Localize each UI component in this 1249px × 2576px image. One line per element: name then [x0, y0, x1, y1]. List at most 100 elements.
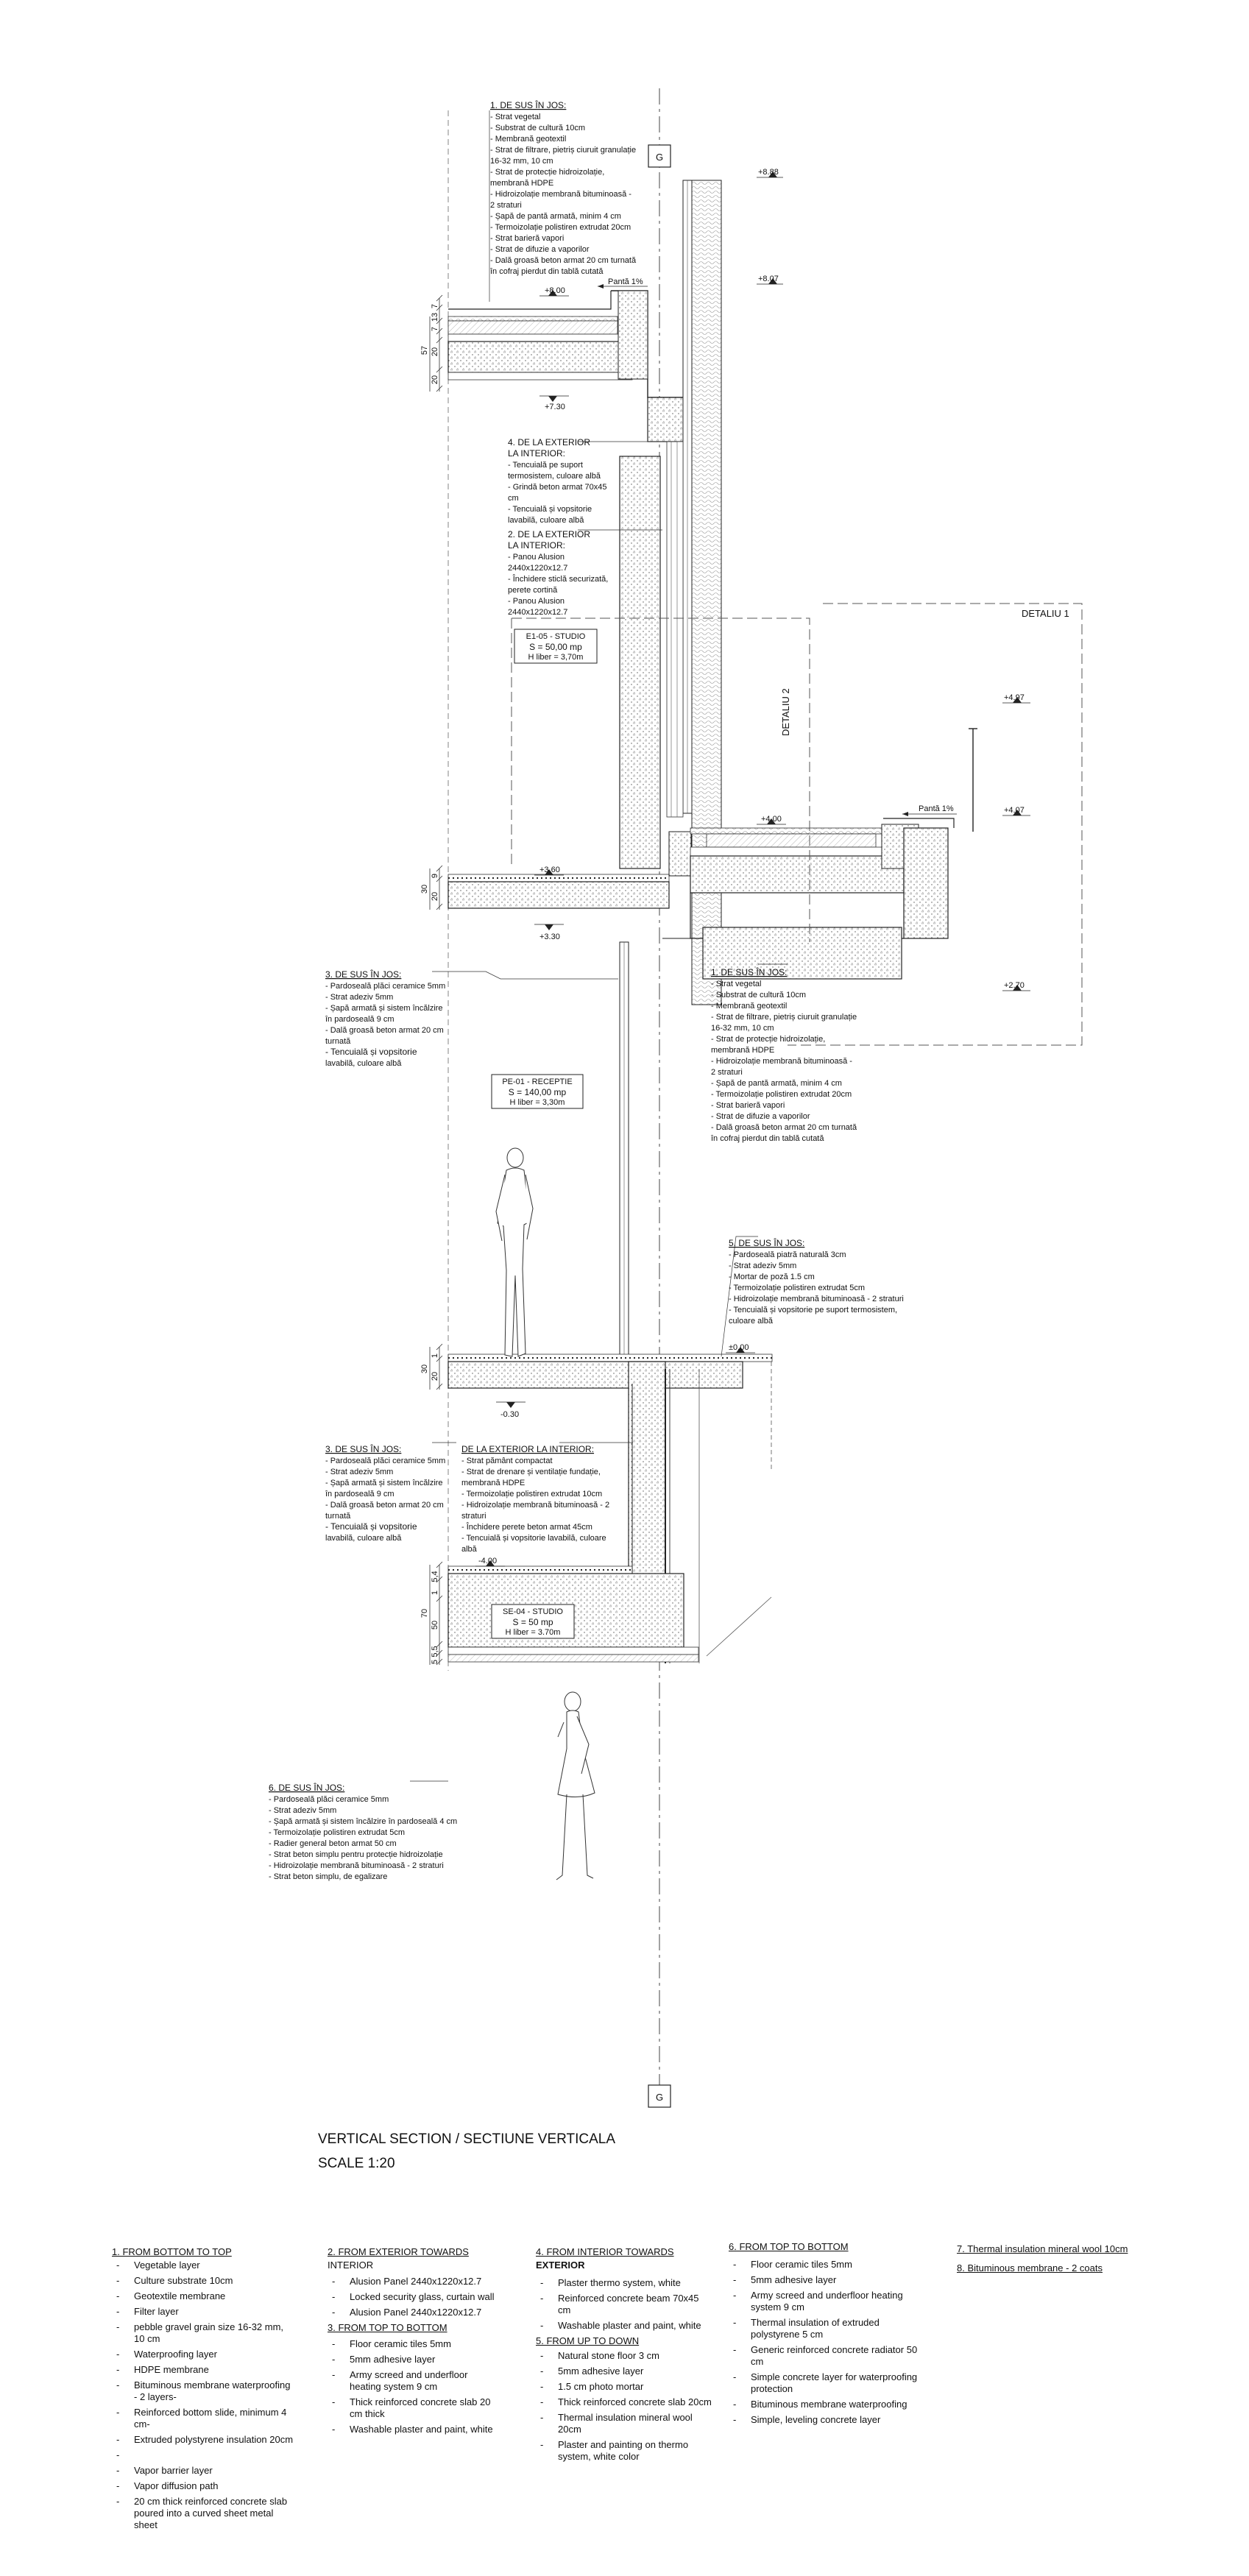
note-3-lower: 3. DE SUS ÎN JOS: - Pardoseală plăci cer…	[325, 1443, 445, 1543]
legend-item: Reinforced bottom slide, minimum 4 cm-	[112, 2407, 296, 2430]
level-marker: +4.07	[1002, 806, 1030, 816]
note-line: - Dală groasă beton armat 20 cm	[325, 1026, 444, 1035]
svg-text:57: 57	[420, 346, 429, 355]
human-figure-male	[495, 1147, 534, 1357]
note-line: termosistem, culoare albă	[508, 472, 601, 481]
legend-col-1: 1. FROM BOTTOM TO TOP Vegetable layer Cu…	[112, 2246, 296, 2535]
note-line: - Strat adeziv 5mm	[325, 1468, 393, 1476]
note-line: în cofraj pierdut din tablă cutată	[710, 1134, 824, 1143]
svg-text:70: 70	[420, 1609, 429, 1618]
note-line: - Strat adeziv 5mm	[269, 1806, 336, 1815]
svg-text:7: 7	[431, 327, 439, 331]
level-marker: +4.97	[1002, 693, 1030, 704]
note-title: 1. DE SUS ÎN JOS:	[490, 99, 566, 110]
note-line: - Membrană geotextil	[490, 135, 566, 144]
dim-string-slab-2: 30 1 20	[420, 1343, 443, 1390]
note-line: - Strat adeziv 5mm	[325, 993, 393, 1002]
note-line: - Substrat de cultură 10cm	[711, 991, 806, 999]
slope-arrow-terrace: Pantă 1%	[902, 804, 957, 816]
note-line: în pardoseală 9 cm	[325, 1490, 394, 1498]
note-line: membrană HDPE	[711, 1046, 774, 1055]
legend-item: Thick reinforced concrete slab 20 cm thi…	[328, 2396, 497, 2420]
grid-label-top: G	[656, 152, 663, 163]
legend-item: 20 cm thick reinforced concrete slab pou…	[112, 2496, 296, 2531]
note-title: 2. DE LA EXTERIOR	[508, 529, 590, 539]
note-line: - Tencuială pe suport	[508, 461, 583, 470]
room-tag-e1-05: E1-05 - STUDIO S = 50,00 mp H liber = 3,…	[514, 629, 598, 664]
note-line: membrană HDPE	[461, 1479, 525, 1487]
room-area: S = 140,00 mp	[509, 1087, 567, 1097]
room-tag-pe-01: PE-01 - RECEPTIE S = 140,00 mp H liber =…	[491, 1074, 584, 1109]
note-line: - Strat barieră vapori	[490, 234, 564, 243]
level-marker: +4.00	[757, 815, 786, 825]
note-line: - Șapă de pantă armată, minim 4 cm	[711, 1079, 842, 1088]
legend-item: Floor ceramic tiles 5mm	[328, 2338, 497, 2350]
svg-text:13: 13	[431, 313, 439, 322]
note-line: LA INTERIOR:	[508, 448, 565, 459]
note-line: 2 straturi	[711, 1068, 743, 1077]
note-line: - Strat adeziv 5mm	[729, 1262, 796, 1270]
note-line: - Dală groasă beton armat 20 cm turnată	[490, 256, 637, 265]
level-text: +4.97	[1004, 693, 1025, 702]
legend-col-4: 6. FROM TOP TO BOTTOM Floor ceramic tile…	[729, 2241, 927, 2430]
note-4: 4. DE LA EXTERIOR LA INTERIOR: - Tencuia…	[508, 437, 607, 525]
note-5: 5. DE SUS ÎN JOS: - Pardoseală piatră na…	[729, 1237, 904, 1326]
note-title: 3. DE SUS ÎN JOS:	[325, 1443, 401, 1454]
level-text: +3.30	[539, 933, 560, 941]
slab-level-3-60	[447, 831, 692, 909]
level-text: +8.88	[758, 168, 779, 177]
legend-item: Natural stone floor 3 cm	[536, 2350, 712, 2362]
note-line: - Radier general beton armat 50 cm	[269, 1839, 397, 1848]
grid-bubble-top: G	[648, 144, 671, 168]
note-1-mid: 1. DE SUS ÎN JOS: - Strat vegetal - Subs…	[710, 966, 857, 1143]
legend-item: Simple, leveling concrete layer	[729, 2414, 927, 2426]
legend-item: Culture substrate 10cm	[112, 2275, 296, 2287]
note-title: 1. DE SUS ÎN JOS:	[711, 966, 787, 977]
note-line: - Închidere sticlă securizată,	[508, 574, 608, 584]
note-line: - Pardoseală plăci ceramice 5mm	[269, 1795, 389, 1804]
note-2: 2. DE LA EXTERIOR LA INTERIOR: - Panou A…	[508, 529, 608, 617]
note-line: în cofraj pierdut din tablă cutată	[489, 267, 604, 276]
legend-title: 5. FROM UP TO DOWN	[536, 2335, 640, 2346]
legend-item: HDPE membrane	[112, 2364, 296, 2376]
note-line: - Strat beton simplu, de egalizare	[269, 1872, 387, 1881]
legend-item: Alusion Panel 2440x1220x12.7	[328, 2276, 497, 2287]
note-line: - Termoizolație polistiren extrudat 5cm	[269, 1828, 405, 1837]
level-text: +7.30	[545, 403, 565, 411]
legend-item: Plaster thermo system, white	[536, 2277, 712, 2289]
room-name: PE-01 - RECEPTIE	[502, 1078, 572, 1086]
svg-text:5,4: 5,4	[431, 1571, 439, 1582]
note-line: turnată	[325, 1512, 351, 1521]
note-line: - Strat pământ compactat	[461, 1457, 553, 1465]
legend-item: Vapor diffusion path	[112, 2480, 296, 2492]
legend-item: Thermal insulation mineral wool 20cm	[536, 2412, 712, 2435]
note-line: - Hidroizolație membrană bituminoasă - 2…	[269, 1861, 444, 1870]
legend-title-cont: INTERIOR	[328, 2260, 374, 2271]
grid-bubble-bottom: G	[648, 2084, 671, 2108]
human-figure-female	[556, 1691, 595, 1880]
note-line: - Strat de difuzie a vaporilor	[490, 245, 590, 254]
legend-item: 5mm adhesive layer	[536, 2366, 712, 2377]
note-line: - Pardoseală piatră naturală 3cm	[729, 1250, 846, 1259]
level-marker: +2.70	[1002, 981, 1030, 991]
detail-2-label: DETALIU 2	[780, 688, 791, 736]
note-line: - Termoizolație polistiren extrudat 5cm	[729, 1284, 865, 1292]
note-line: - Închidere perete beton armat 45cm	[461, 1522, 592, 1532]
legend-item: Floor ceramic tiles 5mm	[729, 2259, 927, 2271]
note-line: 16-32 mm, 10 cm	[711, 1024, 774, 1033]
slope-label: Pantă 1%	[608, 277, 643, 286]
svg-text:1: 1	[431, 1354, 439, 1358]
note-line: - Hidroizolație membrană bituminoasă -	[490, 190, 631, 199]
room-height: H liber = 3,70m	[528, 653, 584, 662]
note-line: membrană HDPE	[490, 179, 553, 188]
level-text: -4.00	[478, 1557, 497, 1565]
note-line: - Dală groasă beton armat 20 cm turnată	[711, 1123, 857, 1132]
note-line: cm	[508, 494, 519, 503]
level-text: +8.07	[758, 275, 779, 283]
legend-item: Bituminous membrane waterproofing - 2 la…	[112, 2379, 296, 2403]
note-line: - Strat barieră vapori	[711, 1101, 785, 1110]
level-marker: +3.60	[534, 866, 564, 876]
note-line: LA INTERIOR:	[508, 540, 565, 551]
room-tag-se-04: SE-04 - STUDIO S = 50 mp H liber = 3.70m	[491, 1604, 575, 1639]
